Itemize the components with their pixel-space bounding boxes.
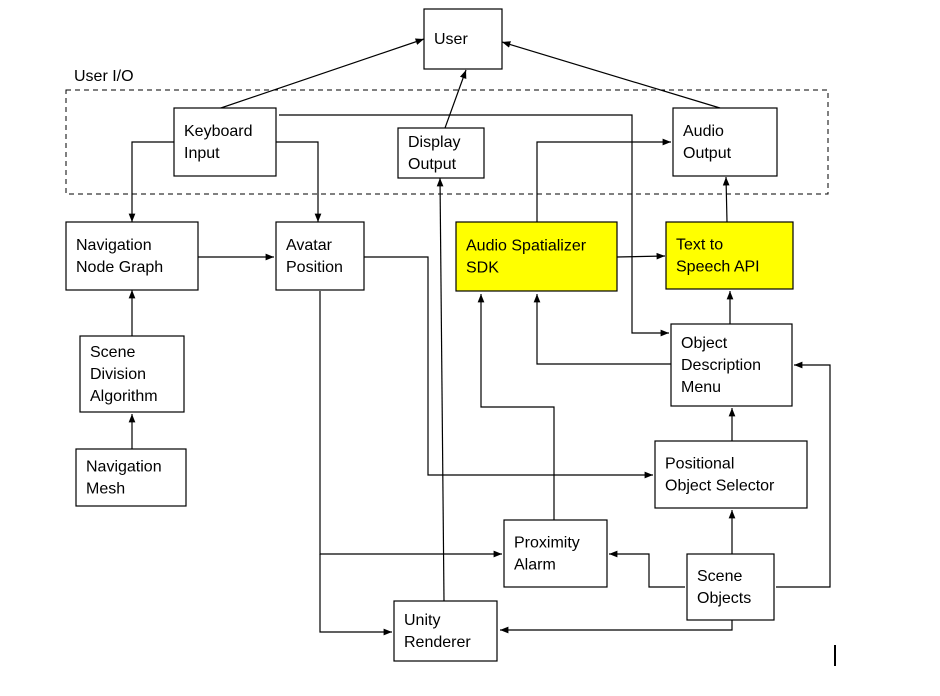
node-label-line: Keyboard <box>184 123 253 140</box>
node-label-line: Text to <box>676 237 723 254</box>
node-label-line: Algorithm <box>90 388 158 405</box>
node-label-line: Output <box>408 156 457 173</box>
node-box <box>397 127 485 179</box>
node-label-line: Navigation <box>86 459 162 476</box>
connectors <box>128 38 831 636</box>
node-label-line: Object Selector <box>665 478 775 495</box>
node-box <box>393 600 498 662</box>
node-label-line: Input <box>184 145 220 162</box>
node-label-line: SDK <box>466 260 499 277</box>
node-box <box>665 221 794 290</box>
edge-keyboard-navgraph <box>128 141 174 222</box>
node-label-line: Audio Spatializer <box>466 238 587 255</box>
edge-objdesc-spatializer <box>533 294 671 365</box>
group-label: User I/O <box>74 68 134 85</box>
node-user: User <box>423 8 503 70</box>
node-label-line: Description <box>681 357 761 374</box>
node-box <box>654 440 808 509</box>
edge-audio-user <box>501 41 721 109</box>
node-label-line: Mesh <box>86 481 125 498</box>
node-box <box>79 335 185 413</box>
node-label-line: Avatar <box>286 237 333 254</box>
node-label-line: Alarm <box>514 557 556 574</box>
node-label-line: Proximity <box>514 535 580 552</box>
node-label-line: Renderer <box>404 634 471 651</box>
node-label-line: Display <box>408 134 460 151</box>
node-box <box>670 323 793 407</box>
edge-keyboard-objdesc <box>279 114 669 337</box>
node-label-line: Speech API <box>676 259 760 276</box>
node-label-line: Scene <box>697 568 742 585</box>
node-box <box>173 107 277 177</box>
edge-spatializer-audio <box>536 138 671 222</box>
edge-sceneobj-renderer <box>500 620 733 634</box>
node-box <box>65 221 199 291</box>
node-label-line: Unity <box>404 612 440 629</box>
edge-display-user <box>444 69 467 129</box>
node-label-line: Audio <box>683 123 724 140</box>
edge-sceneobj-proximity <box>609 550 685 588</box>
node-label-line: Menu <box>681 379 721 396</box>
node-tts: Text to Speech API <box>665 221 794 290</box>
node-label-line: Division <box>90 366 146 383</box>
node-box <box>503 519 608 588</box>
node-label-line: User <box>434 31 468 48</box>
edge-spatializer-tts <box>616 252 666 260</box>
edge-keyboard-avatar <box>276 141 322 222</box>
edge-renderer-display <box>436 177 445 602</box>
edge-avatar-proximity <box>319 291 502 558</box>
node-box <box>455 221 618 292</box>
edge-avatar-selector <box>364 256 653 479</box>
node-label-line: Output <box>683 145 732 162</box>
node-label-line: Position <box>286 259 343 276</box>
nodes: UserKeyboardInputDisplayOutputAudioOutpu… <box>65 8 808 662</box>
node-box <box>672 107 778 177</box>
edge-sceneobj-objdesc <box>776 361 831 588</box>
node-label-line: Object <box>681 335 728 352</box>
node-box <box>686 553 775 621</box>
edge-keyboard-user <box>211 38 425 112</box>
node-box <box>275 221 365 291</box>
edge-avatar-renderer <box>319 554 392 636</box>
node-box <box>423 8 503 70</box>
node-label-line: Navigation <box>76 237 152 254</box>
node-label-line: Positional <box>665 456 734 473</box>
edge-tts-audio <box>722 176 730 223</box>
user-io-group: User I/O <box>65 68 829 195</box>
node-label-line: Node Graph <box>76 259 163 276</box>
node-box <box>75 448 187 507</box>
node-label-line: Scene <box>90 344 135 361</box>
node-label-line: Objects <box>697 590 751 607</box>
edge-proximity-spatializer <box>477 294 555 520</box>
